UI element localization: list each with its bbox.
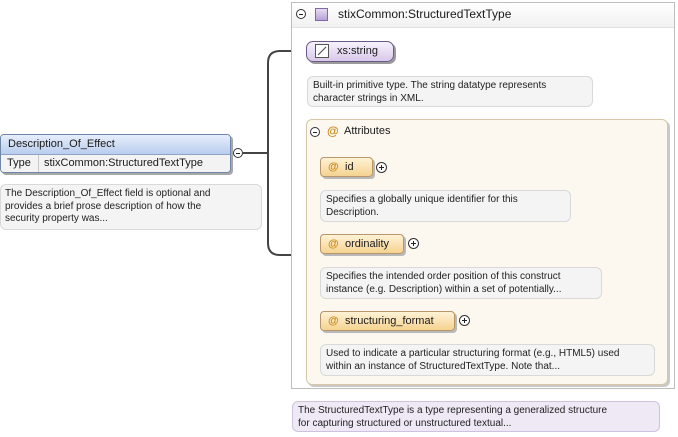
attribute-doc: Specifies the intended order position of… xyxy=(320,267,602,299)
expand-plus-icon[interactable] xyxy=(408,238,419,249)
attribute-doc: Used to indicate a particular structurin… xyxy=(320,344,655,376)
attribute-at-icon: @ xyxy=(328,161,339,173)
base-type-doc-line: Built-in primitive type. The string data… xyxy=(313,80,547,91)
complex-type-title: stixCommon:StructuredTextType xyxy=(338,7,512,21)
attribute-ordinality[interactable]: @ ordinality xyxy=(320,234,404,254)
attributes-header: Attributes xyxy=(344,125,391,137)
base-type-name: xs:string xyxy=(337,45,378,57)
complex-type-doc-line: The StructuredTextType is a type represe… xyxy=(298,405,608,416)
attribute-name: structuring_format xyxy=(345,315,434,327)
element-type-value: stixCommon:StructuredTextType xyxy=(44,157,203,169)
element-collapse-icon[interactable] xyxy=(233,148,243,158)
element-doc: The Description_Of_Effect field is optio… xyxy=(0,184,262,230)
attribute-at-icon: @ xyxy=(328,315,339,327)
element-header xyxy=(1,135,230,155)
attribute-at-icon: @ xyxy=(328,238,339,250)
complex-type-header xyxy=(292,3,674,28)
complex-type-doc: The StructuredTextType is a type represe… xyxy=(292,401,660,432)
element-type-label: Type xyxy=(7,157,31,169)
base-type-doc-line: character strings in XML. xyxy=(313,92,424,104)
element-name: Description_Of_Effect xyxy=(8,138,115,150)
attribute-doc-line: Description. xyxy=(326,206,379,218)
attribute-doc: Specifies a globally unique identifier f… xyxy=(320,190,571,222)
attribute-doc-line: Specifies a globally unique identifier f… xyxy=(326,194,518,205)
element-box[interactable]: Description_Of_Effect Type stixCommon:St… xyxy=(0,134,231,173)
attribute-doc-line: instance (e.g. Description) within a set… xyxy=(326,283,562,295)
base-type-doc: Built-in primitive type. The string data… xyxy=(307,76,593,107)
element-doc-line: provides a brief prose description of ho… xyxy=(5,200,202,212)
attribute-id[interactable]: @ id xyxy=(320,157,373,177)
attributes-collapse-icon[interactable] xyxy=(310,127,320,137)
attribute-doc-line: Specifies the intended order position of… xyxy=(326,271,561,282)
element-doc-line: security property was... xyxy=(5,213,108,224)
expand-plus-icon[interactable] xyxy=(459,315,470,326)
element-type-divider xyxy=(38,155,39,172)
complex-type-icon xyxy=(315,8,328,21)
complex-type-collapse-icon[interactable] xyxy=(296,9,306,19)
attribute-doc-line: within an instance of StructuredTextType… xyxy=(326,360,561,372)
complex-type-doc-line: for capturing structured or unstructured… xyxy=(298,417,512,429)
expand-plus-icon[interactable] xyxy=(376,162,387,173)
attribute-structuring-format[interactable]: @ structuring_format xyxy=(320,311,455,331)
attribute-name: id xyxy=(345,161,354,173)
element-type-row xyxy=(1,155,230,172)
attribute-at-icon: @ xyxy=(327,124,339,138)
attribute-name: ordinality xyxy=(345,238,390,250)
element-doc-line: The Description_Of_Effect field is optio… xyxy=(5,188,211,199)
simple-type-icon xyxy=(315,44,329,58)
attribute-doc-line: Used to indicate a particular structurin… xyxy=(326,348,620,359)
